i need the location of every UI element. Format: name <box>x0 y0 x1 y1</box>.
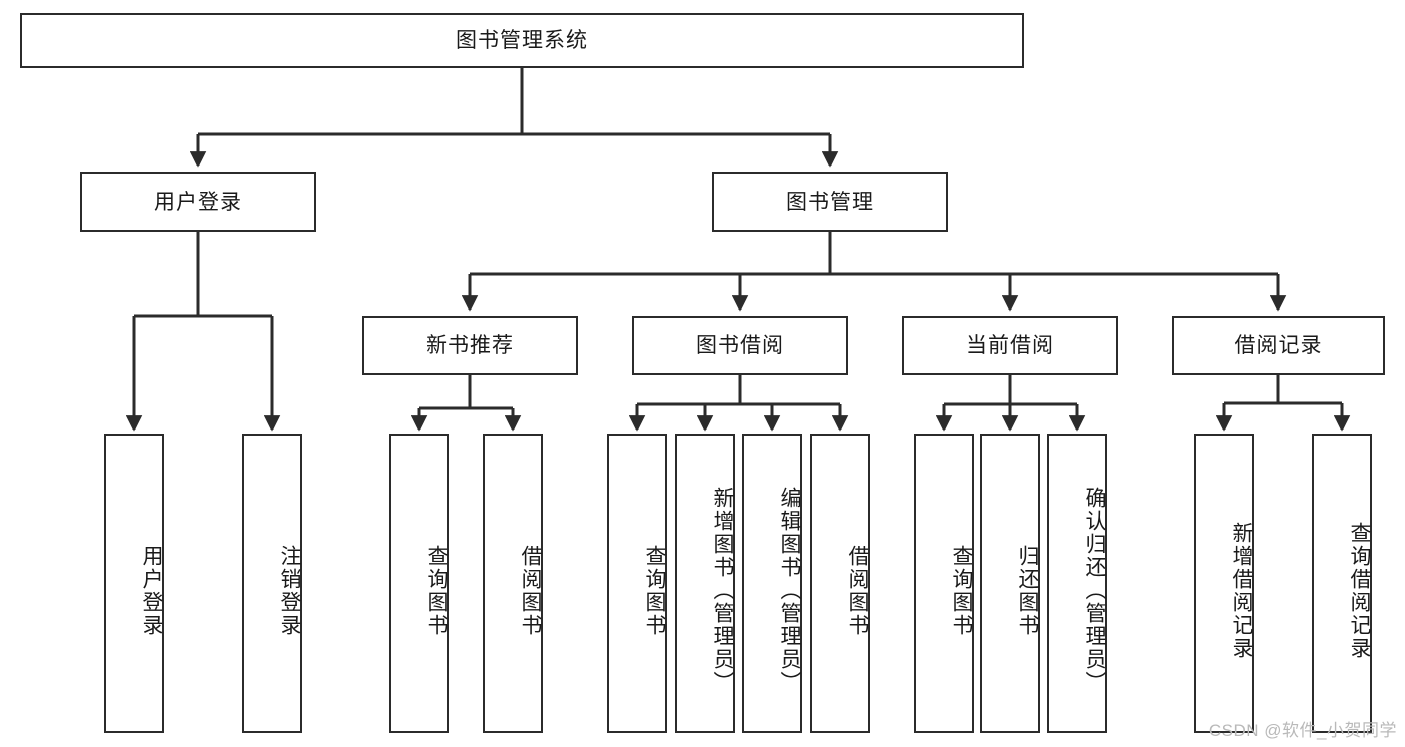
node-book-borrow[interactable]: 图书借阅 <box>632 316 848 375</box>
node-new-book-recommend-label: 新书推荐 <box>426 334 514 357</box>
node-leaf-label: 新增图书（管理员） <box>711 487 734 694</box>
node-book-management-label: 图书管理 <box>786 190 874 214</box>
node-new-book-recommend[interactable]: 新书推荐 <box>362 316 578 375</box>
node-root[interactable]: 图书管理系统 <box>20 13 1024 68</box>
node-leaf-current-borrow-1[interactable]: 归还图书 <box>980 434 1040 733</box>
node-leaf-label: 归还图书 <box>1016 544 1039 637</box>
node-leaf-label: 用户登录 <box>140 544 163 637</box>
node-current-borrow[interactable]: 当前借阅 <box>902 316 1118 375</box>
node-user-login-label: 用户登录 <box>154 190 242 214</box>
node-leaf-label: 查询借阅记录 <box>1348 521 1371 660</box>
node-leaf-label: 确认归还（管理员） <box>1083 487 1106 694</box>
node-leaf-user-login-0[interactable]: 用户登录 <box>104 434 164 733</box>
node-leaf-label: 查询图书 <box>950 544 973 637</box>
node-leaf-book-borrow-0[interactable]: 查询图书 <box>607 434 667 733</box>
node-leaf-book-borrow-2[interactable]: 编辑图书（管理员） <box>742 434 802 733</box>
node-borrow-record-label: 借阅记录 <box>1234 334 1323 357</box>
node-leaf-borrow-record-0[interactable]: 新增借阅记录 <box>1194 434 1254 733</box>
node-book-borrow-label: 图书借阅 <box>696 334 784 357</box>
node-leaf-label: 注销登录 <box>278 544 301 637</box>
csdn-watermark: CSDN @软件_小贺同学 <box>1208 721 1397 740</box>
node-leaf-label: 新增借阅记录 <box>1230 521 1253 660</box>
node-leaf-current-borrow-0[interactable]: 查询图书 <box>914 434 974 733</box>
node-leaf-label: 查询图书 <box>425 544 448 637</box>
node-leaf-current-borrow-2[interactable]: 确认归还（管理员） <box>1047 434 1107 733</box>
node-leaf-label: 编辑图书（管理员） <box>778 487 801 694</box>
node-book-management[interactable]: 图书管理 <box>712 172 948 232</box>
node-leaf-book-borrow-3[interactable]: 借阅图书 <box>810 434 870 733</box>
node-leaf-label: 借阅图书 <box>519 544 542 637</box>
node-borrow-record[interactable]: 借阅记录 <box>1172 316 1385 375</box>
node-root-label: 图书管理系统 <box>456 29 588 52</box>
node-leaf-user-login-1[interactable]: 注销登录 <box>242 434 302 733</box>
node-leaf-label: 查询图书 <box>643 544 666 637</box>
node-leaf-label: 借阅图书 <box>846 544 869 637</box>
node-leaf-new-book-recommend-1[interactable]: 借阅图书 <box>483 434 543 733</box>
node-user-login[interactable]: 用户登录 <box>80 172 316 232</box>
node-leaf-book-borrow-1[interactable]: 新增图书（管理员） <box>675 434 735 733</box>
node-current-borrow-label: 当前借阅 <box>966 334 1054 357</box>
node-leaf-borrow-record-1[interactable]: 查询借阅记录 <box>1312 434 1372 733</box>
node-leaf-new-book-recommend-0[interactable]: 查询图书 <box>389 434 449 733</box>
